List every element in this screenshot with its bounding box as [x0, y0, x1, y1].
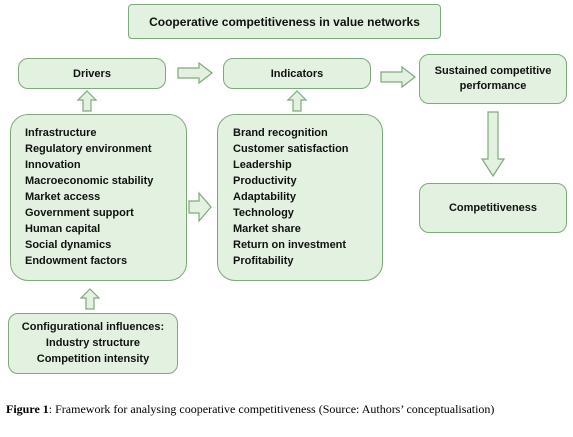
arrow-drivers-to-indicators-icon: [177, 61, 213, 85]
driver-item: Regulatory environment: [25, 143, 152, 155]
arrow-indicatorslist-up-icon: [286, 90, 308, 112]
driver-item: Government support: [25, 207, 134, 219]
drivers-header-box: Drivers: [18, 58, 166, 89]
driver-item: Macroeconomic stability: [25, 175, 154, 187]
figure-label: Figure 1: [6, 402, 49, 416]
indicators-header-label: Indicators: [270, 67, 324, 80]
configurational-influences-box: Configurational influences: Industry str…: [8, 313, 178, 374]
indicators-list-box: Brand recognition Customer satisfaction …: [217, 114, 383, 281]
indicators-header-box: Indicators: [223, 58, 371, 89]
arrow-config-up-icon: [79, 288, 101, 310]
diagram-title: Cooperative competitiveness in value net…: [128, 4, 441, 39]
arrow-performance-down-icon: [480, 111, 506, 178]
configurational-heading: Configurational influences:: [21, 321, 165, 333]
driver-item: Social dynamics: [25, 239, 112, 251]
driver-item: Market access: [25, 191, 101, 203]
sustained-performance-label: Sustained competitive performance: [435, 64, 552, 94]
sustained-performance-box: Sustained competitive performance: [419, 54, 567, 104]
arrow-driverslist-up-icon: [76, 90, 98, 112]
drivers-header-label: Drivers: [73, 67, 111, 80]
indicator-item: Market share: [233, 223, 301, 235]
sustained-line-2: performance: [459, 80, 527, 92]
diagram-title-text: Cooperative competitiveness in value net…: [149, 14, 420, 29]
figure-caption: Figure 1: Framework for analysing cooper…: [6, 402, 566, 417]
indicator-item: Leadership: [233, 159, 292, 171]
sustained-line-1: Sustained competitive: [434, 65, 552, 77]
driver-item: Human capital: [25, 223, 101, 235]
indicator-item: Productivity: [233, 175, 297, 187]
drivers-list-box: Infrastructure Regulatory environment In…: [10, 114, 187, 281]
competitiveness-box: Competitiveness: [419, 183, 567, 233]
indicator-item: Adaptability: [233, 191, 296, 203]
arrow-indicators-to-performance-icon: [380, 65, 416, 89]
figure-caption-text: : Framework for analysing cooperative co…: [48, 402, 495, 416]
indicator-item: Technology: [233, 207, 294, 219]
drivers-list: Infrastructure Regulatory environment In…: [25, 125, 186, 269]
indicator-item: Customer satisfaction: [233, 143, 349, 155]
configurational-item: Competition intensity: [36, 353, 150, 365]
indicator-item: Brand recognition: [233, 127, 328, 139]
driver-item: Endowment factors: [25, 255, 128, 267]
indicators-list: Brand recognition Customer satisfaction …: [233, 125, 382, 269]
arrow-driverslist-to-indicatorslist-icon: [188, 191, 212, 223]
driver-item: Infrastructure: [25, 127, 97, 139]
competitiveness-label: Competitiveness: [448, 202, 538, 214]
indicator-item: Return on investment: [233, 239, 347, 251]
configurational-item: Industry structure: [45, 337, 141, 349]
indicator-item: Profitability: [233, 255, 294, 267]
driver-item: Innovation: [25, 159, 81, 171]
